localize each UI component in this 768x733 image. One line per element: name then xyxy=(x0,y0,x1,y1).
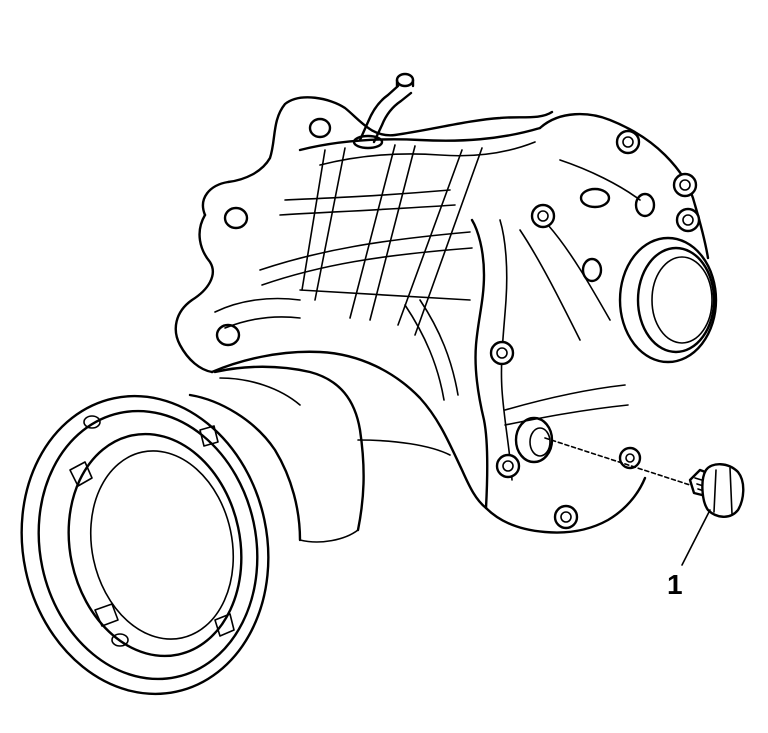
rear-output-flange xyxy=(20,394,270,696)
callout-label-1: 1 xyxy=(667,569,683,600)
front-housing xyxy=(470,112,718,534)
bolt-item-1 xyxy=(544,437,745,566)
tail-housing xyxy=(188,365,451,543)
housing-body xyxy=(174,72,554,510)
housing-bolts xyxy=(489,129,701,530)
